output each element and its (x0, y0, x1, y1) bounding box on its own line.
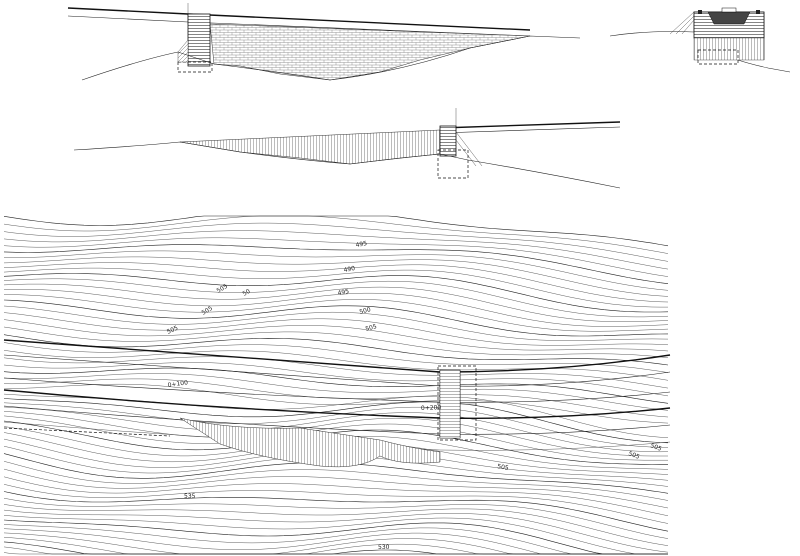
contour-label: 505 (365, 323, 378, 333)
contour-line (3, 342, 669, 373)
contour-label: 505 (201, 305, 215, 317)
contour-label: 535 (184, 493, 196, 500)
contour-line (3, 305, 669, 341)
contour-line (3, 528, 668, 555)
contour-line (3, 411, 668, 457)
contour-line (3, 334, 669, 366)
contour-label: 500 (359, 306, 372, 316)
contour-line (3, 256, 669, 297)
contour-line (3, 350, 669, 381)
contour-label: 505 (216, 283, 230, 295)
contour-line (3, 237, 669, 277)
contour-line (3, 373, 669, 411)
contour-label: 50 (242, 288, 252, 298)
contour-line (3, 406, 669, 453)
contour-line (4, 250, 669, 291)
station-label: 0+200 (421, 404, 442, 412)
contour-line (3, 362, 669, 397)
contour-label: 505 (627, 450, 640, 461)
cross-section-view (609, 7, 791, 73)
contour-lines (3, 215, 669, 555)
station-label: 0+100 (167, 379, 188, 389)
elevation-view-lower (73, 108, 621, 189)
contour-line (3, 498, 669, 539)
contour-line (3, 283, 669, 322)
contour-line (3, 222, 669, 262)
contour-line (3, 515, 668, 555)
contour-line (3, 273, 669, 313)
contour-line (3, 278, 669, 318)
contour-line (3, 367, 669, 404)
contour-line (3, 519, 668, 555)
contour-line (3, 294, 669, 332)
contour-label: 495 (355, 240, 368, 249)
contour-line (3, 509, 669, 553)
contour-label: 490 (343, 265, 356, 274)
contour-line (3, 504, 669, 546)
contour-label: 495 (337, 288, 350, 297)
contour-line (3, 267, 668, 308)
station-labels: 0+100 0+200 (167, 379, 441, 412)
contour-line (3, 262, 669, 303)
contour-label: 505 (497, 463, 510, 472)
contour-label: 505 (166, 325, 180, 336)
contour-line (3, 524, 668, 555)
elevation-view-upper (67, 3, 581, 81)
contour-label: 530 (378, 544, 390, 551)
contour-line (3, 491, 669, 532)
contour-line (3, 230, 669, 270)
contour-line (3, 312, 669, 346)
contour-line (3, 552, 668, 555)
contour-line (3, 289, 669, 327)
contour-line (3, 461, 669, 501)
contour-line (3, 484, 669, 524)
contour-line (3, 420, 668, 465)
contour-line (3, 476, 669, 516)
contour-line (3, 541, 668, 555)
contour-line (3, 299, 669, 337)
contour-line (3, 402, 669, 448)
contour-line (3, 215, 669, 254)
contour-line (3, 356, 669, 389)
contour-line (3, 468, 669, 509)
contour-line (3, 398, 669, 444)
contour-line (3, 384, 669, 424)
contour-line (3, 215, 669, 247)
contour-line (3, 326, 669, 358)
contour-line (3, 546, 668, 555)
contour-label: 505 (649, 442, 662, 453)
contour-line (3, 319, 669, 352)
contour-line (3, 244, 669, 284)
